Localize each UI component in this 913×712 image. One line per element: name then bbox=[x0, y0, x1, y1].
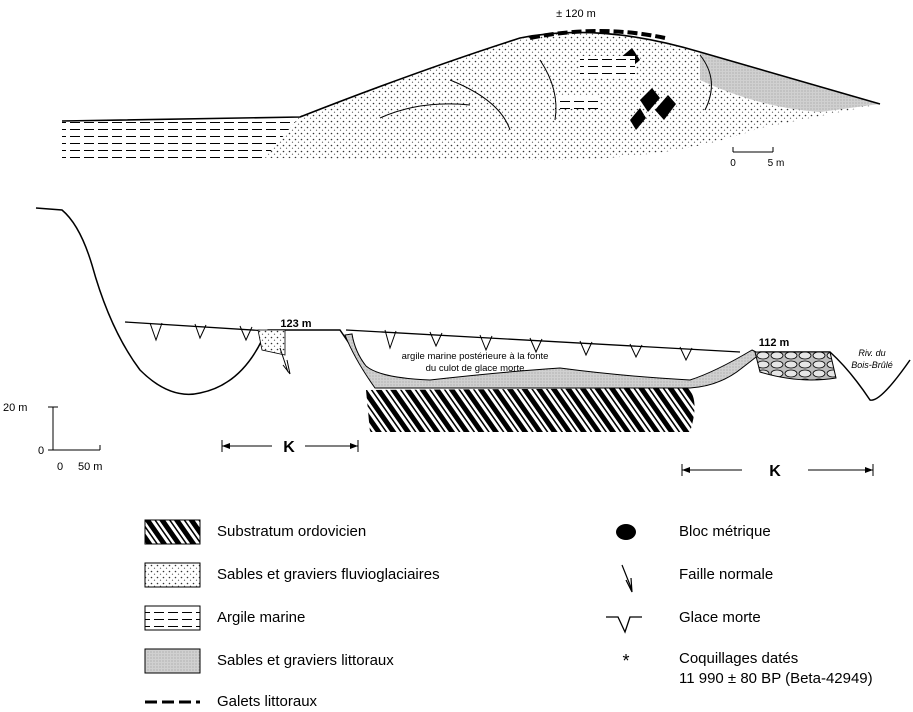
k-marker-right: K bbox=[682, 463, 873, 480]
river-label-line1: Riv. du bbox=[858, 348, 885, 358]
littoral-pebbles-right bbox=[755, 352, 836, 380]
vertical-scale-label: 20 m bbox=[3, 402, 27, 414]
bloc-metrique-icon bbox=[616, 524, 636, 540]
river-label-line2: Bois-Brûlé bbox=[851, 360, 893, 370]
normal-fault-icon bbox=[622, 565, 632, 592]
clay-annotation-line2: du culot de glace morte bbox=[426, 363, 525, 374]
upper-cross-section: ± 120 m 0 5 m bbox=[62, 8, 880, 169]
dead-ice-icon bbox=[606, 617, 642, 632]
swatch-littoral-sands bbox=[145, 649, 200, 673]
peak-112-label: 112 m bbox=[759, 337, 790, 349]
swatch-substratum bbox=[145, 520, 200, 544]
substratum-ordovician-basin bbox=[366, 388, 695, 432]
lower-cross-section: 123 m 112 m argile marine postérieure à … bbox=[3, 208, 910, 480]
horizontal-scale-label: 50 m bbox=[78, 461, 102, 473]
k-label-right: K bbox=[769, 463, 781, 480]
top-scale-zero: 0 bbox=[730, 158, 736, 169]
legend-fluvioglacial: Sables et graviers fluvioglaciaires bbox=[217, 566, 440, 583]
k-marker-left: K bbox=[222, 439, 358, 456]
legend-littoral-sands: Sables et graviers littoraux bbox=[217, 652, 394, 669]
swatch-fluvioglacial bbox=[145, 563, 200, 587]
legend-normal-fault: Faille normale bbox=[679, 566, 773, 583]
k-label-left: K bbox=[283, 439, 295, 456]
legend-dated-shells: Coquillages datés bbox=[679, 650, 798, 667]
legend-bloc-metrique: Bloc métrique bbox=[679, 523, 771, 540]
legend-substratum: Substratum ordovicien bbox=[217, 523, 366, 540]
legend-dating-value: 11 990 ± 80 BP (Beta-42949) bbox=[679, 670, 873, 687]
top-elevation-label: ± 120 m bbox=[556, 8, 596, 20]
dated-shells-icon: * bbox=[622, 651, 629, 671]
top-scale-five: 5 m bbox=[768, 158, 785, 169]
legend-marine-clay: Argile marine bbox=[217, 609, 305, 626]
swatch-marine-clay bbox=[145, 606, 200, 630]
legend-littoral-pebbles: Galets littoraux bbox=[217, 693, 317, 710]
marine-clay-left bbox=[62, 117, 300, 158]
origin-label: 0 bbox=[38, 445, 44, 457]
legend-dead-ice: Glace morte bbox=[679, 609, 761, 626]
horizontal-zero-label: 0 bbox=[57, 461, 63, 473]
top-scale-bar: 0 5 m bbox=[730, 147, 784, 169]
clay-annotation-line1: argile marine postérieure à la fonte bbox=[402, 351, 549, 362]
peak-123-label: 123 m bbox=[280, 318, 311, 330]
lower-scale-axes: 20 m 0 0 50 m bbox=[3, 402, 102, 473]
